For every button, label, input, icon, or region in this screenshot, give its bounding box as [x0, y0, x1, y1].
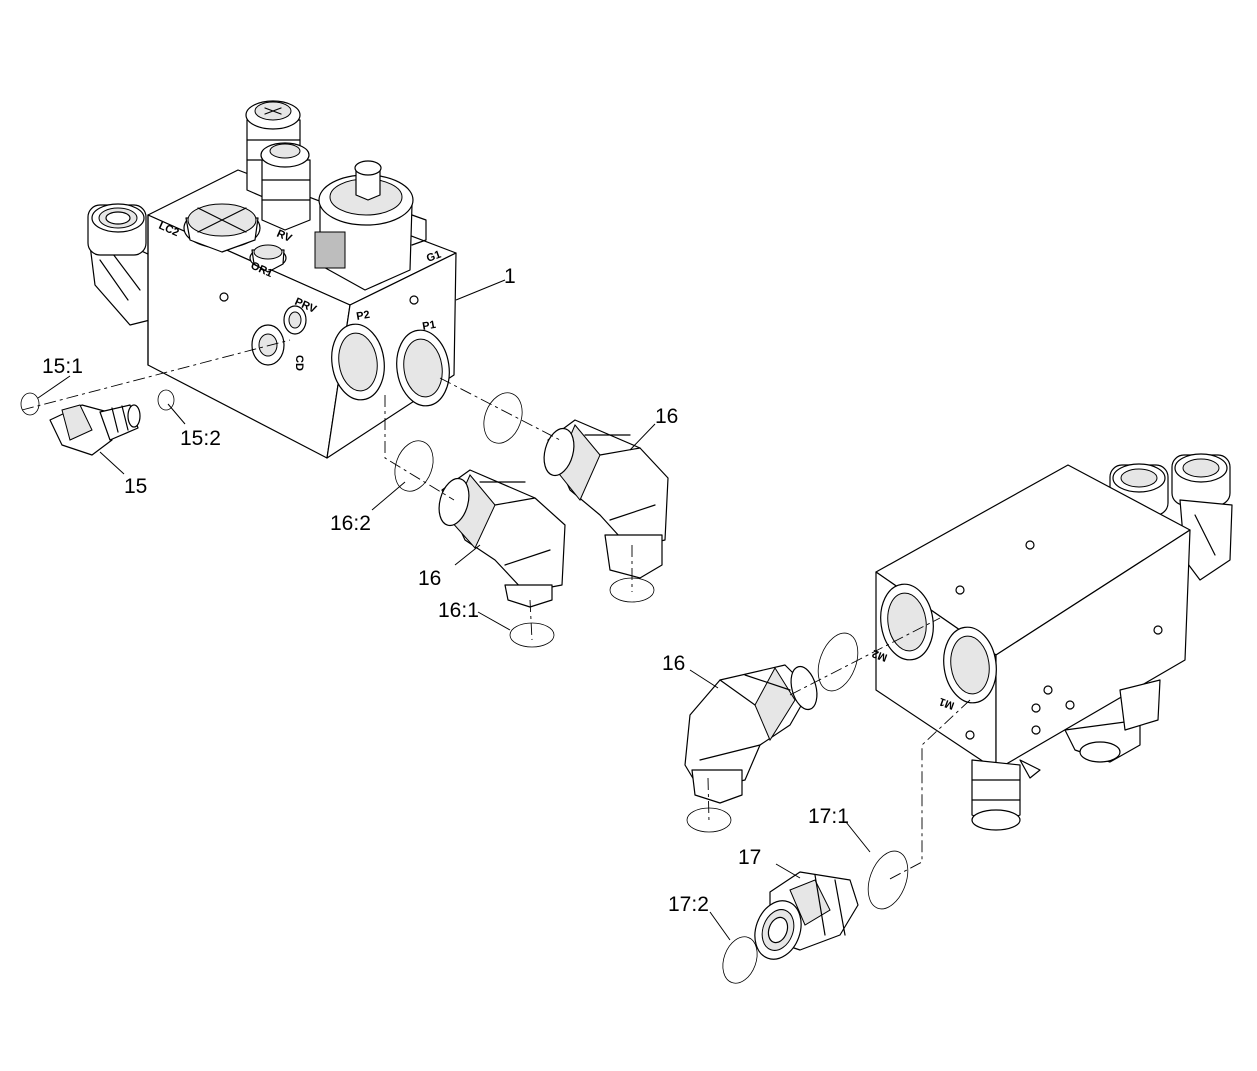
- callout-leaders: [37, 279, 871, 941]
- block-1-side-elbow: [87, 203, 151, 326]
- seal-16-2: [394, 440, 434, 492]
- callout-16-mid: 16: [418, 567, 441, 590]
- fitting-15-elbow: [49, 404, 141, 456]
- block-1-small-plug: [249, 244, 287, 273]
- callout-17: 17: [738, 846, 761, 869]
- block-1-bolt-hole: [409, 295, 419, 305]
- block-2-small-port: [965, 730, 975, 740]
- marking-p1: P1: [421, 319, 436, 333]
- port-m1: [943, 626, 997, 704]
- seal-16-1: [509, 622, 555, 648]
- block-1-solenoid-valve: [314, 160, 427, 291]
- callout-15-2: 15:2: [180, 427, 221, 450]
- callout-17-2: 17:2: [668, 893, 709, 916]
- marking-rv: RV: [275, 228, 294, 245]
- marking-m1: M1: [938, 695, 956, 712]
- callout-16-1: 16:1: [438, 599, 479, 622]
- fitting-16-right: [684, 664, 818, 804]
- marking-cd: CD: [293, 355, 305, 371]
- seal-16-upper: [483, 392, 523, 444]
- callout-16-top: 16: [655, 405, 678, 428]
- callout-15-1: 15:1: [42, 355, 83, 378]
- block-2-small-port: [1031, 725, 1041, 735]
- fitting-17-straight: [754, 871, 859, 960]
- port-m2: [880, 583, 934, 661]
- seal-16-right: [817, 632, 859, 692]
- block-2-rear-elbows: [1109, 453, 1233, 581]
- seal-17-1: [867, 850, 909, 910]
- seal-16-upper-bottom: [609, 577, 655, 603]
- block-2-bolt-hole: [955, 585, 965, 595]
- port-p2: [331, 323, 385, 401]
- block-1-bolt-hole: [219, 292, 229, 302]
- port-p1: [396, 329, 450, 407]
- block-2-underside-cartridges: [971, 679, 1161, 831]
- callout-1: 1: [504, 265, 516, 288]
- marking-g1: G1: [425, 249, 443, 265]
- valve-block-2: M2 M1: [871, 453, 1233, 831]
- callout-15: 15: [124, 475, 147, 498]
- callout-16-right: 16: [662, 652, 685, 675]
- seal-15-2: [157, 389, 175, 411]
- fitting-16-upper: [543, 419, 669, 579]
- port-cd: [251, 324, 285, 366]
- block-2-small-port: [1043, 685, 1053, 695]
- port-prv: [283, 305, 307, 335]
- valve-block-1: LC2 RV OR1 PRV P2 P1 G1 CD: [87, 100, 457, 459]
- seal-17-2: [722, 936, 758, 984]
- block-2-small-port: [1031, 703, 1041, 713]
- fitting-16-mid: [438, 469, 566, 608]
- callout-16-2: 16:2: [330, 512, 371, 535]
- block-1-top-plug: [183, 203, 261, 253]
- assembly-centerlines: [21, 339, 971, 881]
- block-2-bolt-hole: [1153, 625, 1163, 635]
- block-2-bolt-hole: [1025, 540, 1035, 550]
- marking-p2: P2: [355, 309, 370, 323]
- callout-17-1: 17:1: [808, 805, 849, 828]
- block-1-cartridge-rv: [260, 142, 311, 231]
- seal-15-1: [20, 392, 40, 416]
- block-2-small-port: [1065, 700, 1075, 710]
